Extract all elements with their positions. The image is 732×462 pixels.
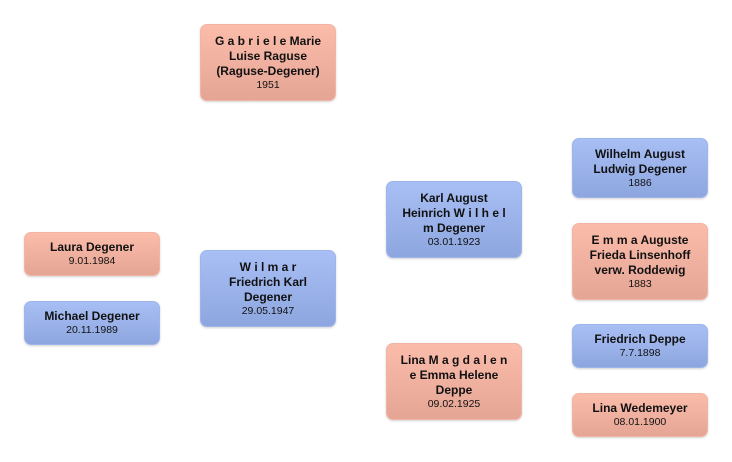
person-date: 09.02.1925 <box>427 397 481 410</box>
person-date: 9.01.1984 <box>68 255 116 267</box>
person-date: 20.11.1989 <box>66 324 118 336</box>
person-date: 08.01.1900 <box>613 416 667 428</box>
node-lina-wedemeyer[interactable]: Lina Wedemeyer 08.01.1900 <box>572 393 708 437</box>
person-date: 03.01.1923 <box>427 235 481 248</box>
person-name: Lina Wedemeyer <box>592 401 688 415</box>
person-name: Laura Degener <box>49 240 135 254</box>
node-laura[interactable]: Laura Degener 9.01.1984 <box>24 232 160 276</box>
person-date: 1951 <box>256 78 280 91</box>
person-date: 29.05.1947 <box>241 304 295 317</box>
node-friedrich[interactable]: Friedrich Deppe 7.7.1898 <box>572 324 708 368</box>
person-date: 1883 <box>628 277 652 290</box>
person-date: 7.7.1898 <box>619 347 661 359</box>
person-name: Michael Degener <box>44 309 140 323</box>
person-name: Friedrich Deppe <box>594 332 686 346</box>
person-date: 1886 <box>628 176 652 189</box>
node-michael[interactable]: Michael Degener 20.11.1989 <box>24 301 160 345</box>
